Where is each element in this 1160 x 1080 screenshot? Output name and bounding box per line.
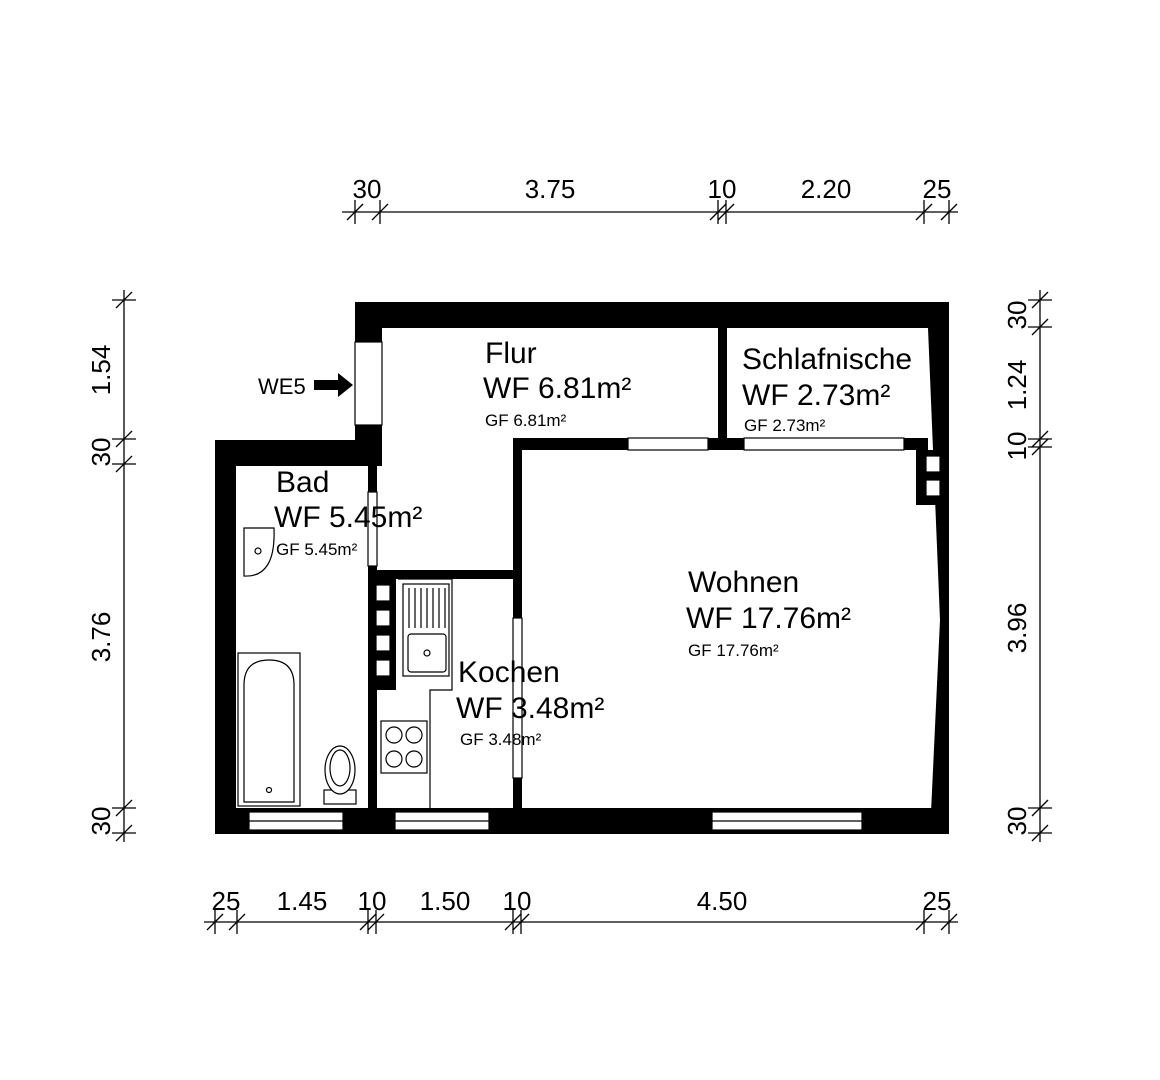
- left-dimension-ticks: [112, 291, 136, 842]
- wall-flur-left-lower: [355, 425, 382, 465]
- room-wohnen: Wohnen WF 17.76m² GF 17.76m²: [686, 566, 851, 660]
- room-bad-wf: WF 5.45m²: [274, 501, 422, 534]
- dim-right-2: 1.24: [1002, 360, 1032, 411]
- dim-bottom-5: 10: [503, 886, 532, 916]
- room-bad-gf: GF 5.45m²: [276, 540, 358, 559]
- room-schlafnische-name: Schlafnische: [742, 343, 912, 376]
- dim-right-4: 3.96: [1002, 603, 1032, 654]
- stove: [380, 720, 428, 774]
- wall-flur-wohnen: [513, 438, 522, 578]
- room-flur: Flur WF 6.81m² GF 6.81m²: [483, 337, 631, 430]
- bad-door-opening: [367, 491, 378, 567]
- shaft-hole-4: [375, 659, 391, 677]
- right-dimension-ticks: [1028, 291, 1052, 842]
- right-dimension-chain: 30 1.24 10 3.96 30: [1002, 290, 1052, 842]
- entrance-arrow-icon: [314, 373, 353, 397]
- fixtures: [237, 373, 453, 808]
- room-bad: Bad WF 5.45m² GF 5.45m²: [274, 466, 422, 559]
- dim-right-1: 30: [1002, 301, 1032, 330]
- kitchen-sink: [402, 583, 450, 677]
- kochen-door-opening: [512, 617, 523, 779]
- room-schlafnische-wf: WF 2.73m²: [742, 379, 890, 412]
- wall-left: [215, 440, 236, 834]
- entrance-label: WE5: [258, 374, 306, 399]
- bottom-dimension-ticks: [206, 910, 958, 934]
- dim-bottom-6: 4.50: [697, 886, 748, 916]
- top-dimension-chain: 30 3.75 10 2.20 25: [342, 174, 958, 224]
- room-flur-name: Flur: [485, 337, 537, 370]
- dim-top-5: 25: [923, 174, 952, 204]
- top-dimension-ticks: [346, 200, 958, 224]
- bottom-dimension-chain: 25 1.45 10 1.50 10 4.50 25: [204, 886, 958, 934]
- dim-top-3: 10: [708, 174, 737, 204]
- kitchen-counter: [398, 578, 453, 808]
- dim-left-3: 3.76: [86, 612, 116, 663]
- dim-right-3: 10: [1002, 432, 1032, 461]
- wall-flur-kochen: [376, 570, 522, 579]
- dim-bottom-4: 1.50: [420, 886, 471, 916]
- schlafnische-opening: [743, 437, 905, 451]
- dim-left-4: 30: [86, 807, 116, 836]
- wall-flur-schlafnische: [718, 328, 727, 442]
- wohnen-door-flur: [627, 437, 709, 451]
- shaft-hole-2: [375, 609, 391, 627]
- chimney-flue-1: [925, 455, 941, 473]
- chimney-flue-2: [925, 479, 941, 497]
- dim-bottom-1: 25: [212, 886, 241, 916]
- dim-right-5: 30: [1002, 807, 1032, 836]
- shaft-hole-3: [375, 634, 391, 652]
- room-wohnen-wf: WF 17.76m²: [686, 602, 851, 635]
- room-kochen-gf: GF 3.48m²: [460, 730, 542, 749]
- room-bad-name: Bad: [276, 466, 329, 499]
- wall-top: [355, 302, 949, 328]
- room-flur-gf: GF 6.81m²: [485, 411, 567, 430]
- dim-bottom-3: 10: [358, 886, 387, 916]
- dim-top-4: 2.20: [801, 174, 852, 204]
- room-kochen-name: Kochen: [458, 656, 560, 689]
- wall-right: [928, 328, 949, 834]
- wall-bad-top: [215, 440, 382, 466]
- dim-bottom-7: 25: [923, 886, 952, 916]
- left-dimension-chain: 1.54 30 3.76 30: [86, 290, 136, 842]
- room-wohnen-name: Wohnen: [688, 566, 799, 599]
- dim-bottom-2: 1.45: [277, 886, 328, 916]
- toilet: [323, 745, 357, 805]
- room-schlafnische-gf: GF 2.73m²: [744, 416, 826, 435]
- dim-top-2: 3.75: [525, 174, 576, 204]
- room-kochen: Kochen WF 3.48m² GF 3.48m²: [456, 656, 604, 749]
- shaft-hole-1: [375, 584, 391, 602]
- dim-top-1: 30: [353, 174, 382, 204]
- room-flur-wf: WF 6.81m²: [483, 372, 631, 405]
- washbasin: [243, 527, 275, 577]
- room-schlafnische: Schlafnische WF 2.73m² GF 2.73m²: [742, 343, 912, 435]
- room-wohnen-gf: GF 17.76m²: [688, 641, 779, 660]
- entrance-door-opening: [354, 341, 383, 426]
- dim-left-2: 30: [86, 438, 116, 467]
- wall-flur-left-upper: [355, 302, 382, 342]
- dim-left-1: 1.54: [86, 345, 116, 396]
- room-kochen-wf: WF 3.48m²: [456, 692, 604, 725]
- bathtub: [237, 652, 301, 807]
- openings: [248, 341, 941, 831]
